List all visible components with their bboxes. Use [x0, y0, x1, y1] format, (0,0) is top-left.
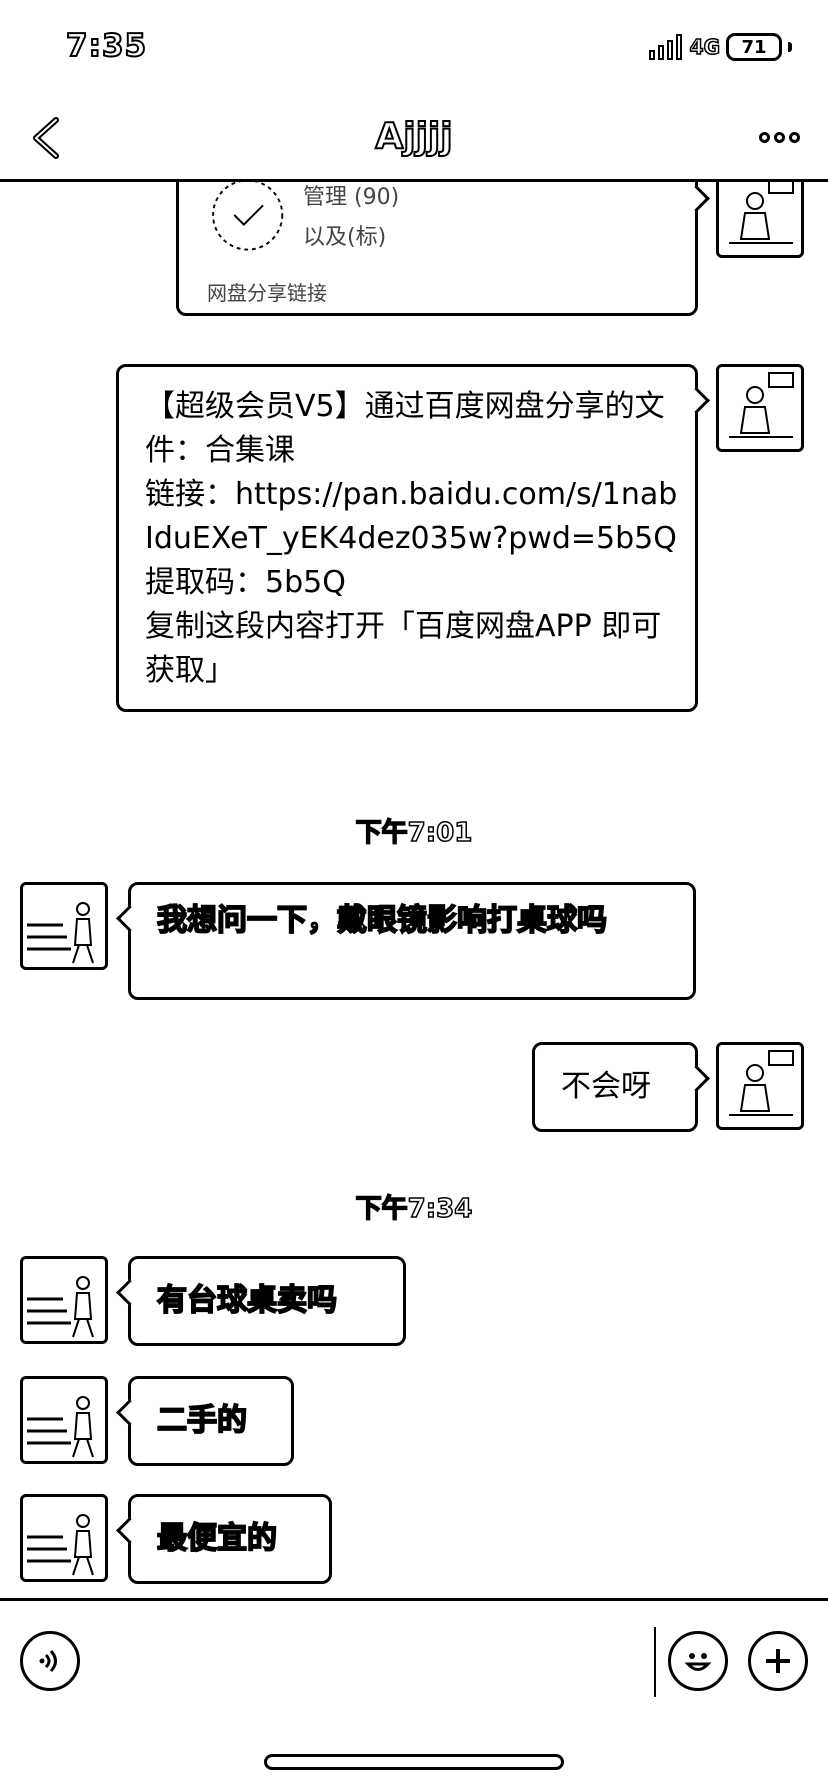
network-type: 4G	[689, 34, 721, 60]
battery-icon: 71	[726, 33, 782, 61]
message-text: 二手的	[156, 1402, 248, 1439]
message-input[interactable]	[100, 1621, 644, 1713]
time-divider: 下午7:34	[355, 1193, 473, 1225]
message-bubble[interactable]: 我想问一下，戴眼镜影响打桌球吗	[128, 882, 696, 1000]
message-text: 【超级会员V5】通过百度网盘分享的文件：合集课 链接：https://pan.b…	[145, 389, 678, 688]
card-line-1: 管理 (90)	[303, 185, 400, 210]
status-time: 7:35	[65, 27, 148, 65]
message-bubble[interactable]: 最便宜的	[128, 1494, 332, 1584]
emoji-icon[interactable]	[668, 1631, 728, 1691]
message-text: 最便宜的	[156, 1520, 278, 1557]
input-bar	[0, 1598, 828, 1728]
message-bubble[interactable]: 二手的	[128, 1376, 294, 1466]
my-avatar[interactable]	[716, 364, 804, 452]
chat-messages[interactable]: 管理 (90) 以及(标) 网盘分享链接 【超级会员V5】通过百度网盘分享的文件…	[0, 182, 828, 1598]
battery-tip	[788, 42, 792, 52]
billiards-player-icon	[27, 1396, 94, 1458]
home-indicator[interactable]	[264, 1754, 564, 1770]
contact-avatar[interactable]	[20, 882, 108, 970]
message-text: 我想问一下，戴眼镜影响打桌球吗	[156, 902, 608, 939]
billiards-player-icon	[27, 1276, 94, 1338]
more-icon[interactable]	[759, 132, 800, 143]
card-line-2: 以及(标)	[303, 225, 387, 250]
card-footer: 网盘分享链接	[207, 281, 327, 305]
my-avatar[interactable]	[716, 1042, 804, 1130]
nav-bar: Ajjjj	[0, 96, 828, 182]
person-icon	[729, 182, 794, 244]
contact-avatar[interactable]	[20, 1494, 108, 1582]
message-bubble[interactable]: 不会呀	[532, 1042, 698, 1132]
message-bubble[interactable]: 有台球桌卖吗	[128, 1256, 406, 1346]
input-divider	[654, 1627, 656, 1697]
person-icon	[729, 1050, 794, 1116]
plus-icon[interactable]	[748, 1631, 808, 1691]
status-indicators: 4G 71	[648, 33, 792, 61]
message-bubble[interactable]: 【超级会员V5】通过百度网盘分享的文件：合集课 链接：https://pan.b…	[116, 364, 698, 712]
back-icon[interactable]	[26, 116, 66, 160]
billiards-player-icon	[27, 1514, 94, 1576]
voice-icon[interactable]	[20, 1631, 80, 1691]
person-icon	[729, 372, 794, 438]
billiards-player-icon	[27, 902, 94, 964]
message-text: 不会呀	[561, 1069, 651, 1104]
battery-level: 71	[741, 36, 767, 58]
card-thumbnail-icon	[212, 182, 284, 251]
shared-card-bubble[interactable]: 管理 (90) 以及(标) 网盘分享链接	[176, 182, 698, 316]
message-text: 有台球桌卖吗	[156, 1282, 338, 1319]
time-divider: 下午7:01	[355, 817, 473, 849]
my-avatar[interactable]	[716, 182, 804, 258]
chat-title: Ajjjj	[374, 115, 453, 158]
signal-icon	[648, 34, 682, 60]
contact-avatar[interactable]	[20, 1256, 108, 1344]
status-bar: 7:35 4G 71	[0, 0, 828, 96]
contact-avatar[interactable]	[20, 1376, 108, 1464]
